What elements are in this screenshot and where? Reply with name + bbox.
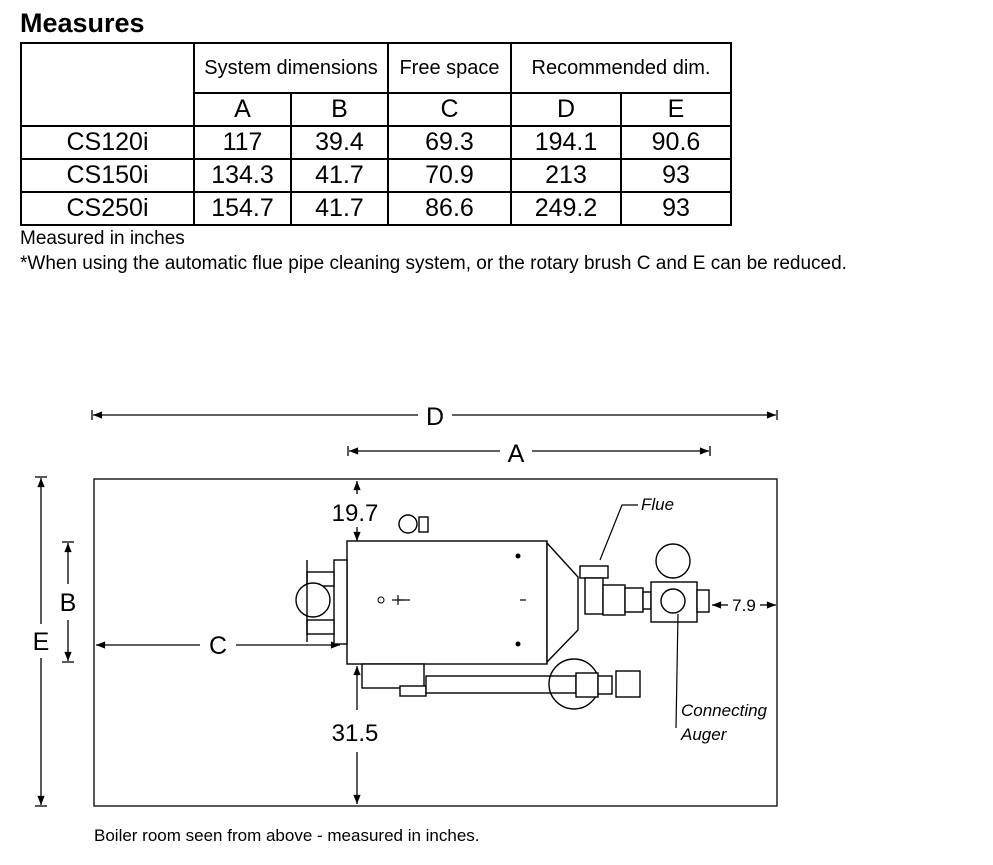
value-cell: 93 [620, 158, 732, 193]
page-title: Measures [20, 8, 145, 38]
value-cell: 41.7 [290, 191, 389, 226]
value-cell: 93 [620, 191, 732, 226]
value-cell: 90.6 [620, 125, 732, 160]
group-header-recommended-dim: Recommended dim. [510, 42, 732, 94]
value-cell: 154.7 [193, 191, 292, 226]
diagram-caption: Boiler room seen from above - measured i… [94, 826, 480, 845]
model-cell: CS150i [20, 158, 195, 193]
column-header-c: C [387, 92, 512, 127]
column-header-b: B [290, 92, 389, 127]
units-note: Measured in inches [20, 228, 185, 249]
dimension-label-b: B [60, 589, 77, 617]
value-cell: 39.4 [290, 125, 389, 160]
table-group-header-row: System dimensions Free space Recommended… [20, 42, 732, 127]
value-cell: 249.2 [510, 191, 622, 226]
table-row: CS250i 154.7 41.7 86.6 249.2 93 [20, 191, 732, 226]
column-header-e: E [620, 92, 732, 127]
value-cell: 117 [193, 125, 292, 160]
column-header-a: A [193, 92, 292, 127]
side-clearance-label: 7.9 [732, 596, 756, 615]
value-cell: 69.3 [387, 125, 512, 160]
value-cell: 41.7 [290, 158, 389, 193]
boiler-room-outline [93, 478, 778, 807]
model-cell: CS120i [20, 125, 195, 160]
measures-table: System dimensions Free space Recommended… [20, 42, 732, 226]
table-row: CS150i 134.3 41.7 70.9 213 93 [20, 158, 732, 193]
table-corner-cell [20, 42, 195, 127]
value-cell: 194.1 [510, 125, 622, 160]
table-row: CS120i 117 39.4 69.3 194.1 90.6 [20, 125, 732, 160]
auger-label: Auger [680, 725, 728, 744]
dimension-label-d: D [426, 403, 444, 431]
column-header-d: D [510, 92, 622, 127]
value-cell: 213 [510, 158, 622, 193]
reduction-note: *When using the automatic flue pipe clea… [20, 253, 847, 274]
value-cell: 134.3 [193, 158, 292, 193]
group-header-free-space: Free space [387, 42, 512, 94]
value-cell: 86.6 [387, 191, 512, 226]
model-cell: CS250i [20, 191, 195, 226]
dimension-label-a: A [508, 440, 525, 468]
bottom-clearance-label: 31.5 [332, 720, 379, 747]
table-column-header-row: A B C D E [21, 92, 732, 127]
dimension-label-e: E [33, 628, 50, 656]
dimension-label-c: C [209, 632, 227, 660]
group-header-system-dimensions: System dimensions [193, 42, 389, 94]
top-clearance-label: 19.7 [332, 500, 379, 527]
connecting-label: Connecting [681, 701, 768, 720]
value-cell: 70.9 [387, 158, 512, 193]
flue-label: Flue [641, 495, 674, 514]
boiler-drawing [295, 514, 710, 710]
